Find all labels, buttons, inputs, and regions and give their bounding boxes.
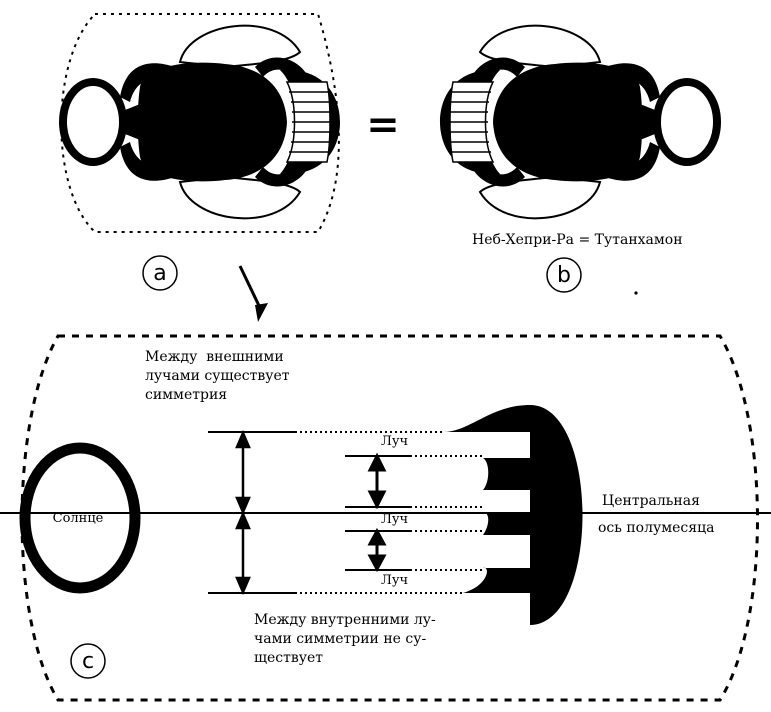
axis-label-line-2: ось полумесяца: [598, 520, 714, 536]
sun-ring: [19, 442, 141, 594]
panel-b-caption: Неб-Хепри-Ра = Тутанхамон: [472, 232, 683, 248]
stray-mark: [634, 291, 638, 295]
outer-note-line-1: Между внешними: [145, 349, 284, 365]
label-c-circle: [70, 643, 106, 679]
scarab-a: [63, 26, 340, 219]
crescent-shape: [443, 405, 583, 625]
inner-note-line-1: Между внутренними лу-: [254, 612, 436, 628]
inner-note-line-3: ществует: [254, 650, 323, 666]
inner-asymmetry-arrows: [367, 452, 387, 573]
ray-label-middle: Луч: [381, 512, 408, 527]
equals-sign: =: [366, 101, 400, 148]
ray-label-top: Луч: [381, 434, 408, 449]
label-a: a: [153, 261, 166, 286]
ray-label-bottom: Луч: [381, 573, 408, 588]
outer-note-line-2: лучами существует: [145, 368, 290, 384]
outer-note-line-3: симметрия: [145, 387, 227, 403]
inner-note-line-2: чами симметрии не су-: [254, 631, 426, 647]
outer-symmetry-arrows: [235, 429, 251, 596]
label-c: c: [82, 649, 94, 674]
label-b-circle: [546, 257, 582, 293]
panel-c-dashed-outline: [20, 334, 759, 702]
label-a-circle: [142, 255, 178, 291]
label-b: b: [557, 263, 571, 288]
pointer-arrow-head: [255, 303, 268, 322]
scarab-b: [440, 26, 717, 219]
pointer-arrow-line: [238, 265, 264, 313]
sun-label: Солнце: [53, 511, 104, 526]
axis-label-line-1: Центральная: [602, 493, 700, 509]
